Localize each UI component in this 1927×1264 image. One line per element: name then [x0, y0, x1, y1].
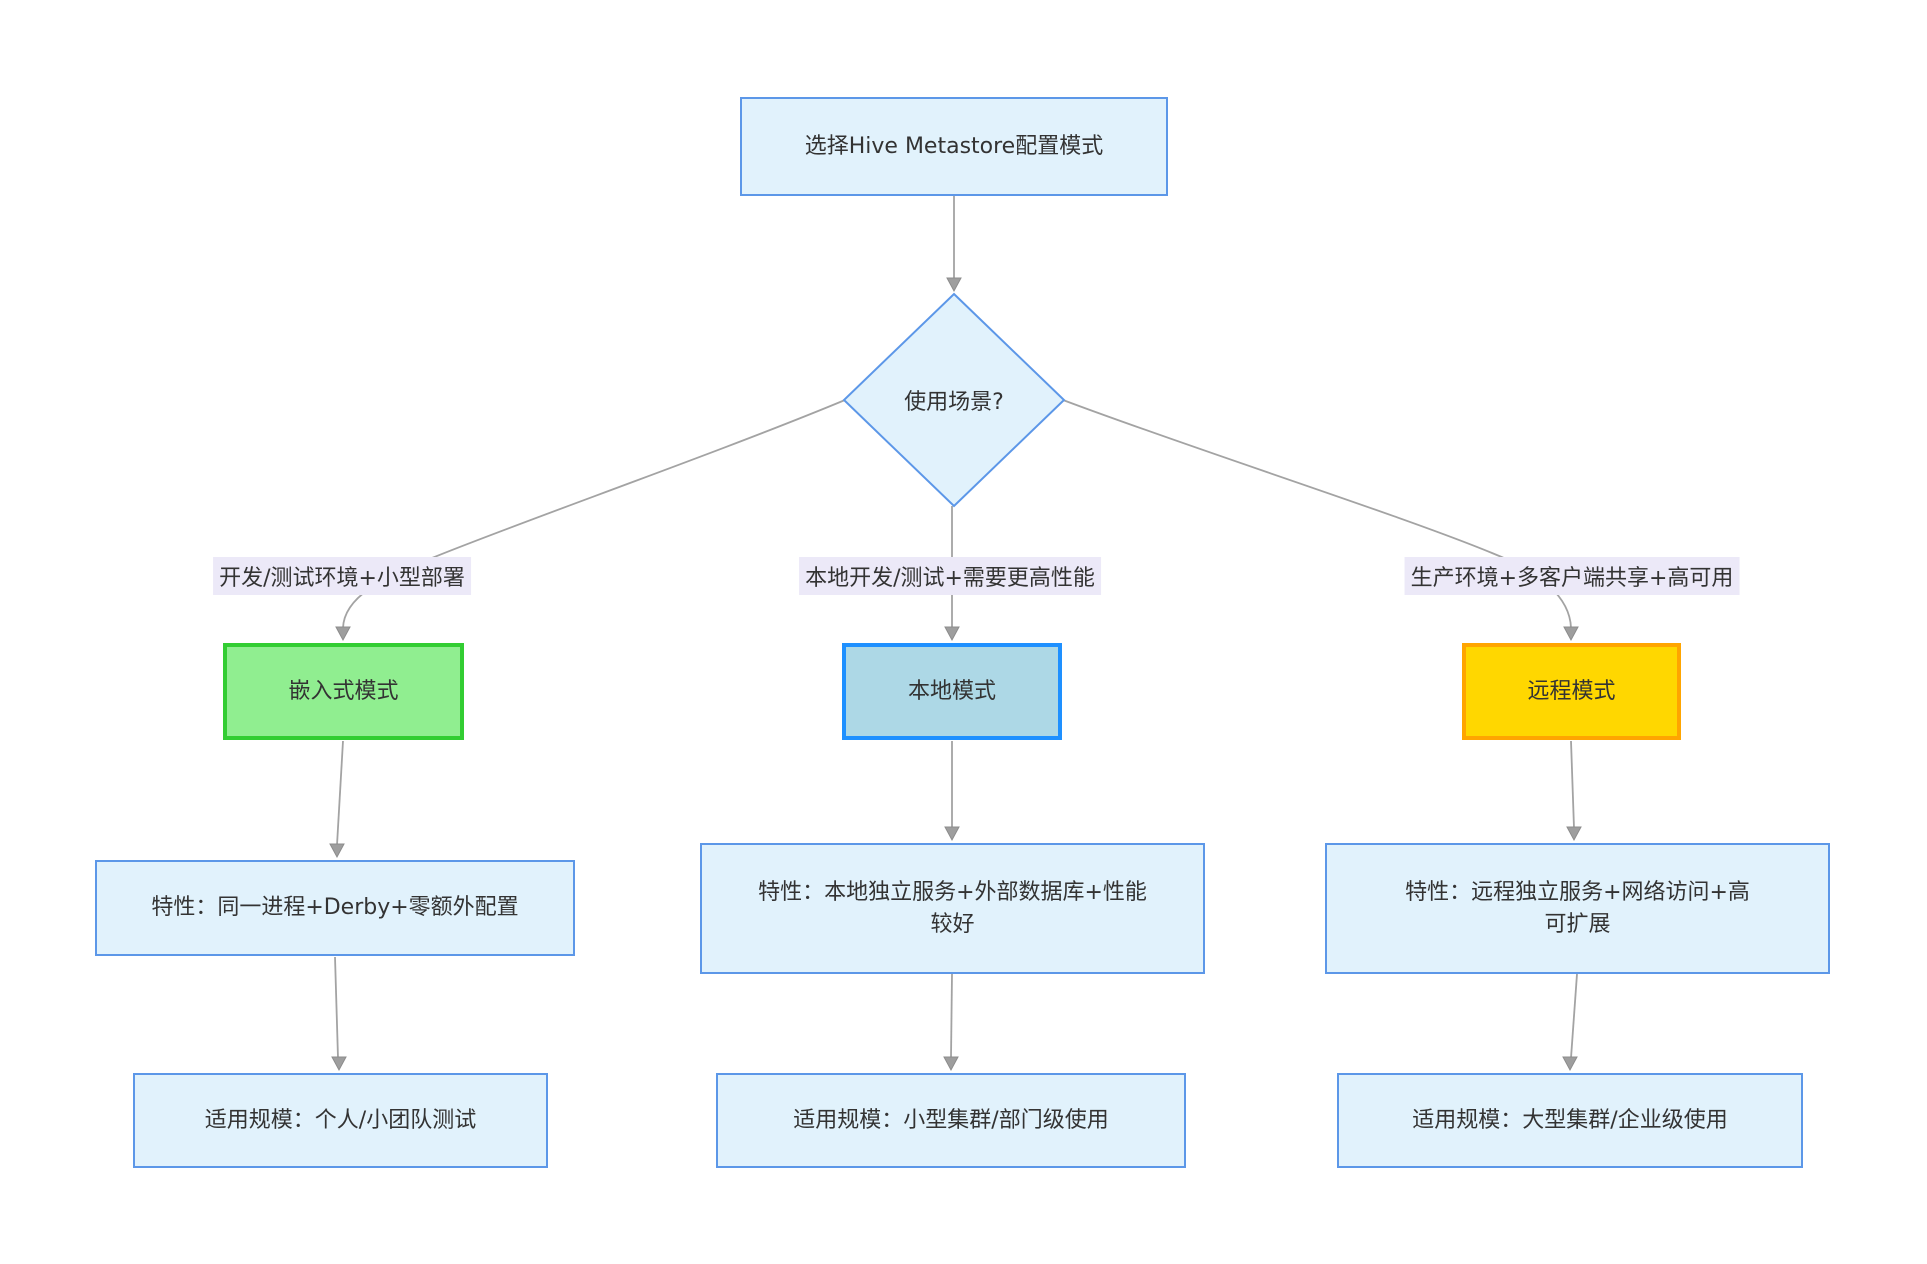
node-local-mode: 本地模式 [842, 643, 1062, 740]
node-local-feature: 特性：本地独立服务+外部数据库+性能较好 [700, 843, 1205, 974]
arrowhead-remote [1563, 626, 1579, 642]
node-local-scale: 适用规模：小型集群/部门级使用 [716, 1073, 1186, 1168]
arrowhead-embedded [335, 626, 351, 642]
node-embedded-scale: 适用规模：个人/小团队测试 [133, 1073, 548, 1168]
arrowhead-decision [946, 277, 962, 293]
edge-label-embedded-condition: 开发/测试环境+小型部署 [213, 557, 471, 595]
edge-feature-to-scale-3 [1570, 973, 1578, 1059]
edge-embedded-to-feature [336, 740, 344, 846]
arrowhead-feature-2 [944, 826, 960, 842]
arrowhead-feature-1 [329, 843, 345, 859]
node-remote-mode: 远程模式 [1462, 643, 1681, 740]
arrowhead-scale-2 [943, 1056, 959, 1072]
node-embedded-mode: 嵌入式模式 [223, 643, 464, 740]
edge-feature-to-scale-2 [950, 973, 953, 1059]
arrowhead-local [944, 626, 960, 642]
node-remote-scale: 适用规模：大型集群/企业级使用 [1337, 1073, 1803, 1168]
node-embedded-feature: 特性：同一进程+Derby+零额外配置 [95, 860, 575, 956]
node-root: 选择Hive Metastore配置模式 [740, 97, 1168, 196]
decision-diamond-shape [842, 292, 1066, 508]
node-decision-label: 使用场景? [904, 390, 1004, 415]
arrowhead-feature-3 [1566, 826, 1582, 842]
arrowhead-scale-3 [1562, 1056, 1578, 1072]
edge-label-local-condition: 本地开发/测试+需要更高性能 [799, 557, 1101, 595]
edge-feature-to-scale-1 [334, 956, 339, 1059]
edge-label-remote-condition: 生产环境+多客户端共享+高可用 [1404, 557, 1740, 595]
edge-remote-to-feature [1570, 740, 1575, 829]
arrowhead-scale-1 [331, 1056, 347, 1072]
node-remote-feature: 特性：远程独立服务+网络访问+高可扩展 [1325, 843, 1830, 974]
